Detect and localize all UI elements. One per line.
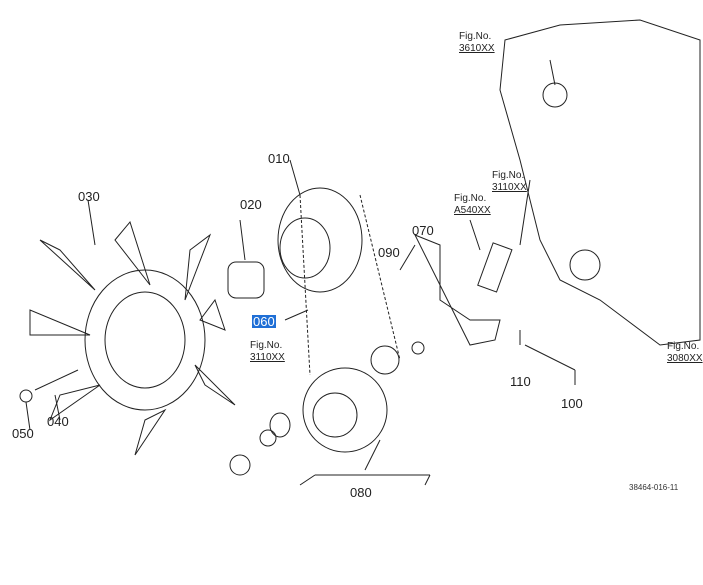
fig-ref-number[interactable]: 3080XX [667, 352, 703, 364]
part-label-100[interactable]: 100 [561, 396, 583, 411]
fig-ref-number[interactable]: 3110XX [492, 181, 527, 193]
bolt-100 [524, 344, 576, 371]
part-label-040[interactable]: 040 [47, 414, 69, 429]
fan-pulley [277, 187, 363, 293]
fig-ref-title: Fig.No. [667, 341, 700, 352]
fig-ref-number[interactable]: 3610XX [459, 42, 495, 54]
part-label-030[interactable]: 030 [78, 189, 100, 204]
part-label-050[interactable]: 050 [12, 426, 34, 441]
fig-ref-title: Fig.No. [250, 340, 283, 351]
fan-spacer [227, 261, 265, 299]
part-label-010[interactable]: 010 [268, 151, 290, 166]
part-label-080[interactable]: 080 [350, 485, 372, 500]
timing-belt [299, 194, 401, 376]
idler-pulley [370, 345, 400, 375]
fig-ref-title: Fig.No. [492, 170, 525, 181]
fig-ref-3110xx-upper[interactable]: Fig.No. 3110XX [492, 170, 527, 193]
fig-ref-3110xx-lower[interactable]: Fig.No. 3110XX [250, 340, 285, 363]
fig-ref-title: Fig.No. [459, 31, 492, 42]
fig-ref-a540xx[interactable]: Fig.No. A540XX [454, 193, 491, 216]
cooling-fan [29, 220, 236, 456]
fig-ref-3080xx[interactable]: Fig.No. 3080XX [667, 341, 703, 364]
part-label-110[interactable]: 110 [510, 374, 531, 389]
part-label-020[interactable]: 020 [240, 197, 262, 212]
part-label-070[interactable]: 070 [412, 223, 434, 238]
diagram-reference-code: 38464-016-11 [629, 483, 679, 492]
tensioner-bracket [413, 234, 501, 346]
part-label-090[interactable]: 090 [378, 245, 400, 260]
crank-pulley [302, 367, 388, 453]
fig-ref-number[interactable]: A540XX [454, 204, 491, 216]
fig-ref-3610xx[interactable]: Fig.No. 3610XX [459, 31, 495, 54]
bolt-040 [34, 369, 79, 391]
fig-ref-title: Fig.No. [454, 193, 487, 204]
water-pump-hub [542, 82, 568, 108]
engine-block [499, 19, 701, 346]
part-label-060[interactable]: 060 [252, 314, 276, 329]
fig-ref-number[interactable]: 3110XX [250, 351, 285, 363]
